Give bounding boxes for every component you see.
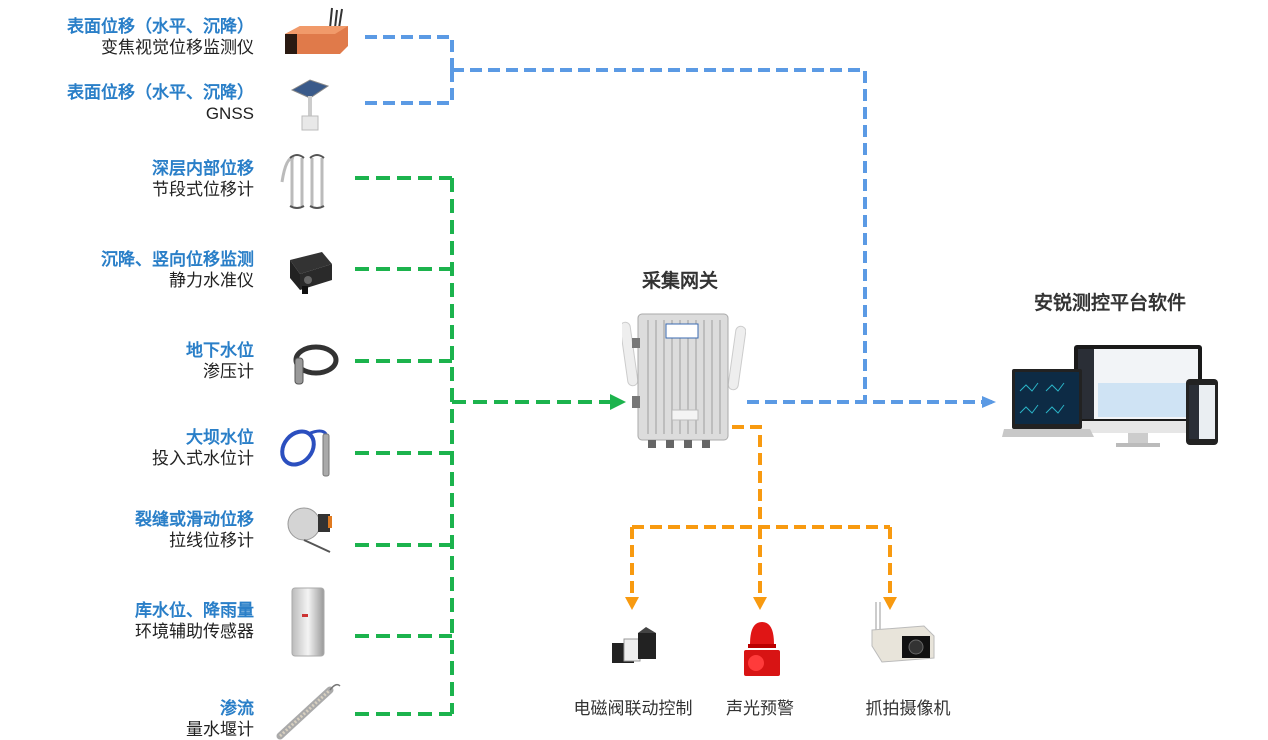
sensor-device: 环境辅助传感器: [135, 622, 254, 641]
sensor-device: 节段式位移计: [152, 180, 254, 199]
rain-gauge-icon: [291, 587, 325, 657]
sensor-label-2: 表面位移（水平、沉降） GNSS: [67, 82, 254, 124]
platform-title: 安锐测控平台软件: [1034, 293, 1187, 314]
sensor-device: 渗压计: [203, 362, 254, 381]
sensor-device: GNSS: [205, 104, 254, 123]
blue-arrowhead: [982, 396, 996, 408]
sensor-category: 渗流: [220, 699, 254, 718]
sensor-label-9: 渗流 量水堰计: [186, 698, 254, 740]
sensor-category: 深层内部位移: [152, 159, 254, 178]
weir-meter-icon: [276, 683, 341, 740]
output-label-siren: 声光预警: [726, 699, 794, 718]
sensor-label-4: 沉降、竖向位移监测 静力水准仪: [101, 249, 254, 291]
sensor-device: 量水堰计: [186, 720, 254, 739]
orange-link-lines: [630, 425, 892, 598]
orange-arrowhead-siren: [753, 597, 767, 610]
orange-from-gateway: [732, 425, 762, 527]
green-arrowhead: [610, 394, 626, 410]
sensor-category: 沉降、竖向位移监测: [101, 250, 254, 269]
submersible-level-gauge-icon: [280, 429, 330, 477]
gateway-box-icon: [622, 313, 746, 448]
gateway-title: 采集网关: [642, 271, 719, 292]
sensor-category: 地下水位: [186, 341, 254, 360]
sensor-category: 裂缝或滑动位移: [135, 510, 254, 529]
green-link-lines: [355, 176, 612, 716]
sensor-device: 投入式水位计: [152, 449, 254, 468]
sensor-label-5: 地下水位 渗压计: [186, 340, 254, 382]
segment-displacement-meter-icon: [280, 154, 325, 209]
blue-line-vision: [365, 35, 454, 70]
blue-line-gnss: [365, 70, 454, 105]
blue-line-trunk: [452, 68, 867, 402]
sensor-label-1: 表面位移（水平、沉降） 变焦视觉位移监测仪: [67, 16, 254, 58]
sensor-label-8: 库水位、降雨量 环境辅助传感器: [135, 600, 254, 642]
alarm-siren-icon: [744, 622, 780, 676]
orange-arrowhead-camera: [883, 597, 897, 610]
orange-arrowhead-valve: [625, 597, 639, 610]
sensor-category: 表面位移（水平、沉降）: [67, 17, 254, 36]
draw-wire-sensor-icon: [287, 507, 332, 553]
sensor-label-3: 深层内部位移 节段式位移计: [152, 158, 254, 200]
solenoid-valve-icon: [612, 627, 656, 663]
multi-device-screens-icon: [1002, 345, 1218, 447]
sensor-label-6: 大坝水位 投入式水位计: [152, 427, 254, 469]
sensor-device: 拉线位移计: [169, 531, 254, 550]
static-level-icon: [290, 252, 332, 294]
piezometer-icon: [293, 344, 339, 385]
sensor-device: 静力水准仪: [169, 271, 254, 290]
output-label-valve: 电磁阀联动控制: [573, 699, 693, 718]
blue-link-lines: [365, 35, 994, 406]
output-label-camera: 抓拍摄像机: [865, 699, 951, 718]
sensor-label-7: 裂缝或滑动位移 拉线位移计: [135, 509, 254, 551]
gnss-solar-station-icon: [290, 79, 330, 131]
sensor-category: 库水位、降雨量: [135, 601, 254, 620]
zoom-vision-camera-icon: [285, 7, 348, 54]
sensor-device: 变焦视觉位移监测仪: [101, 38, 254, 57]
sensor-category: 大坝水位: [186, 428, 254, 447]
sensor-category: 表面位移（水平、沉降）: [67, 83, 254, 102]
snapshot-camera-icon: [871, 602, 935, 663]
